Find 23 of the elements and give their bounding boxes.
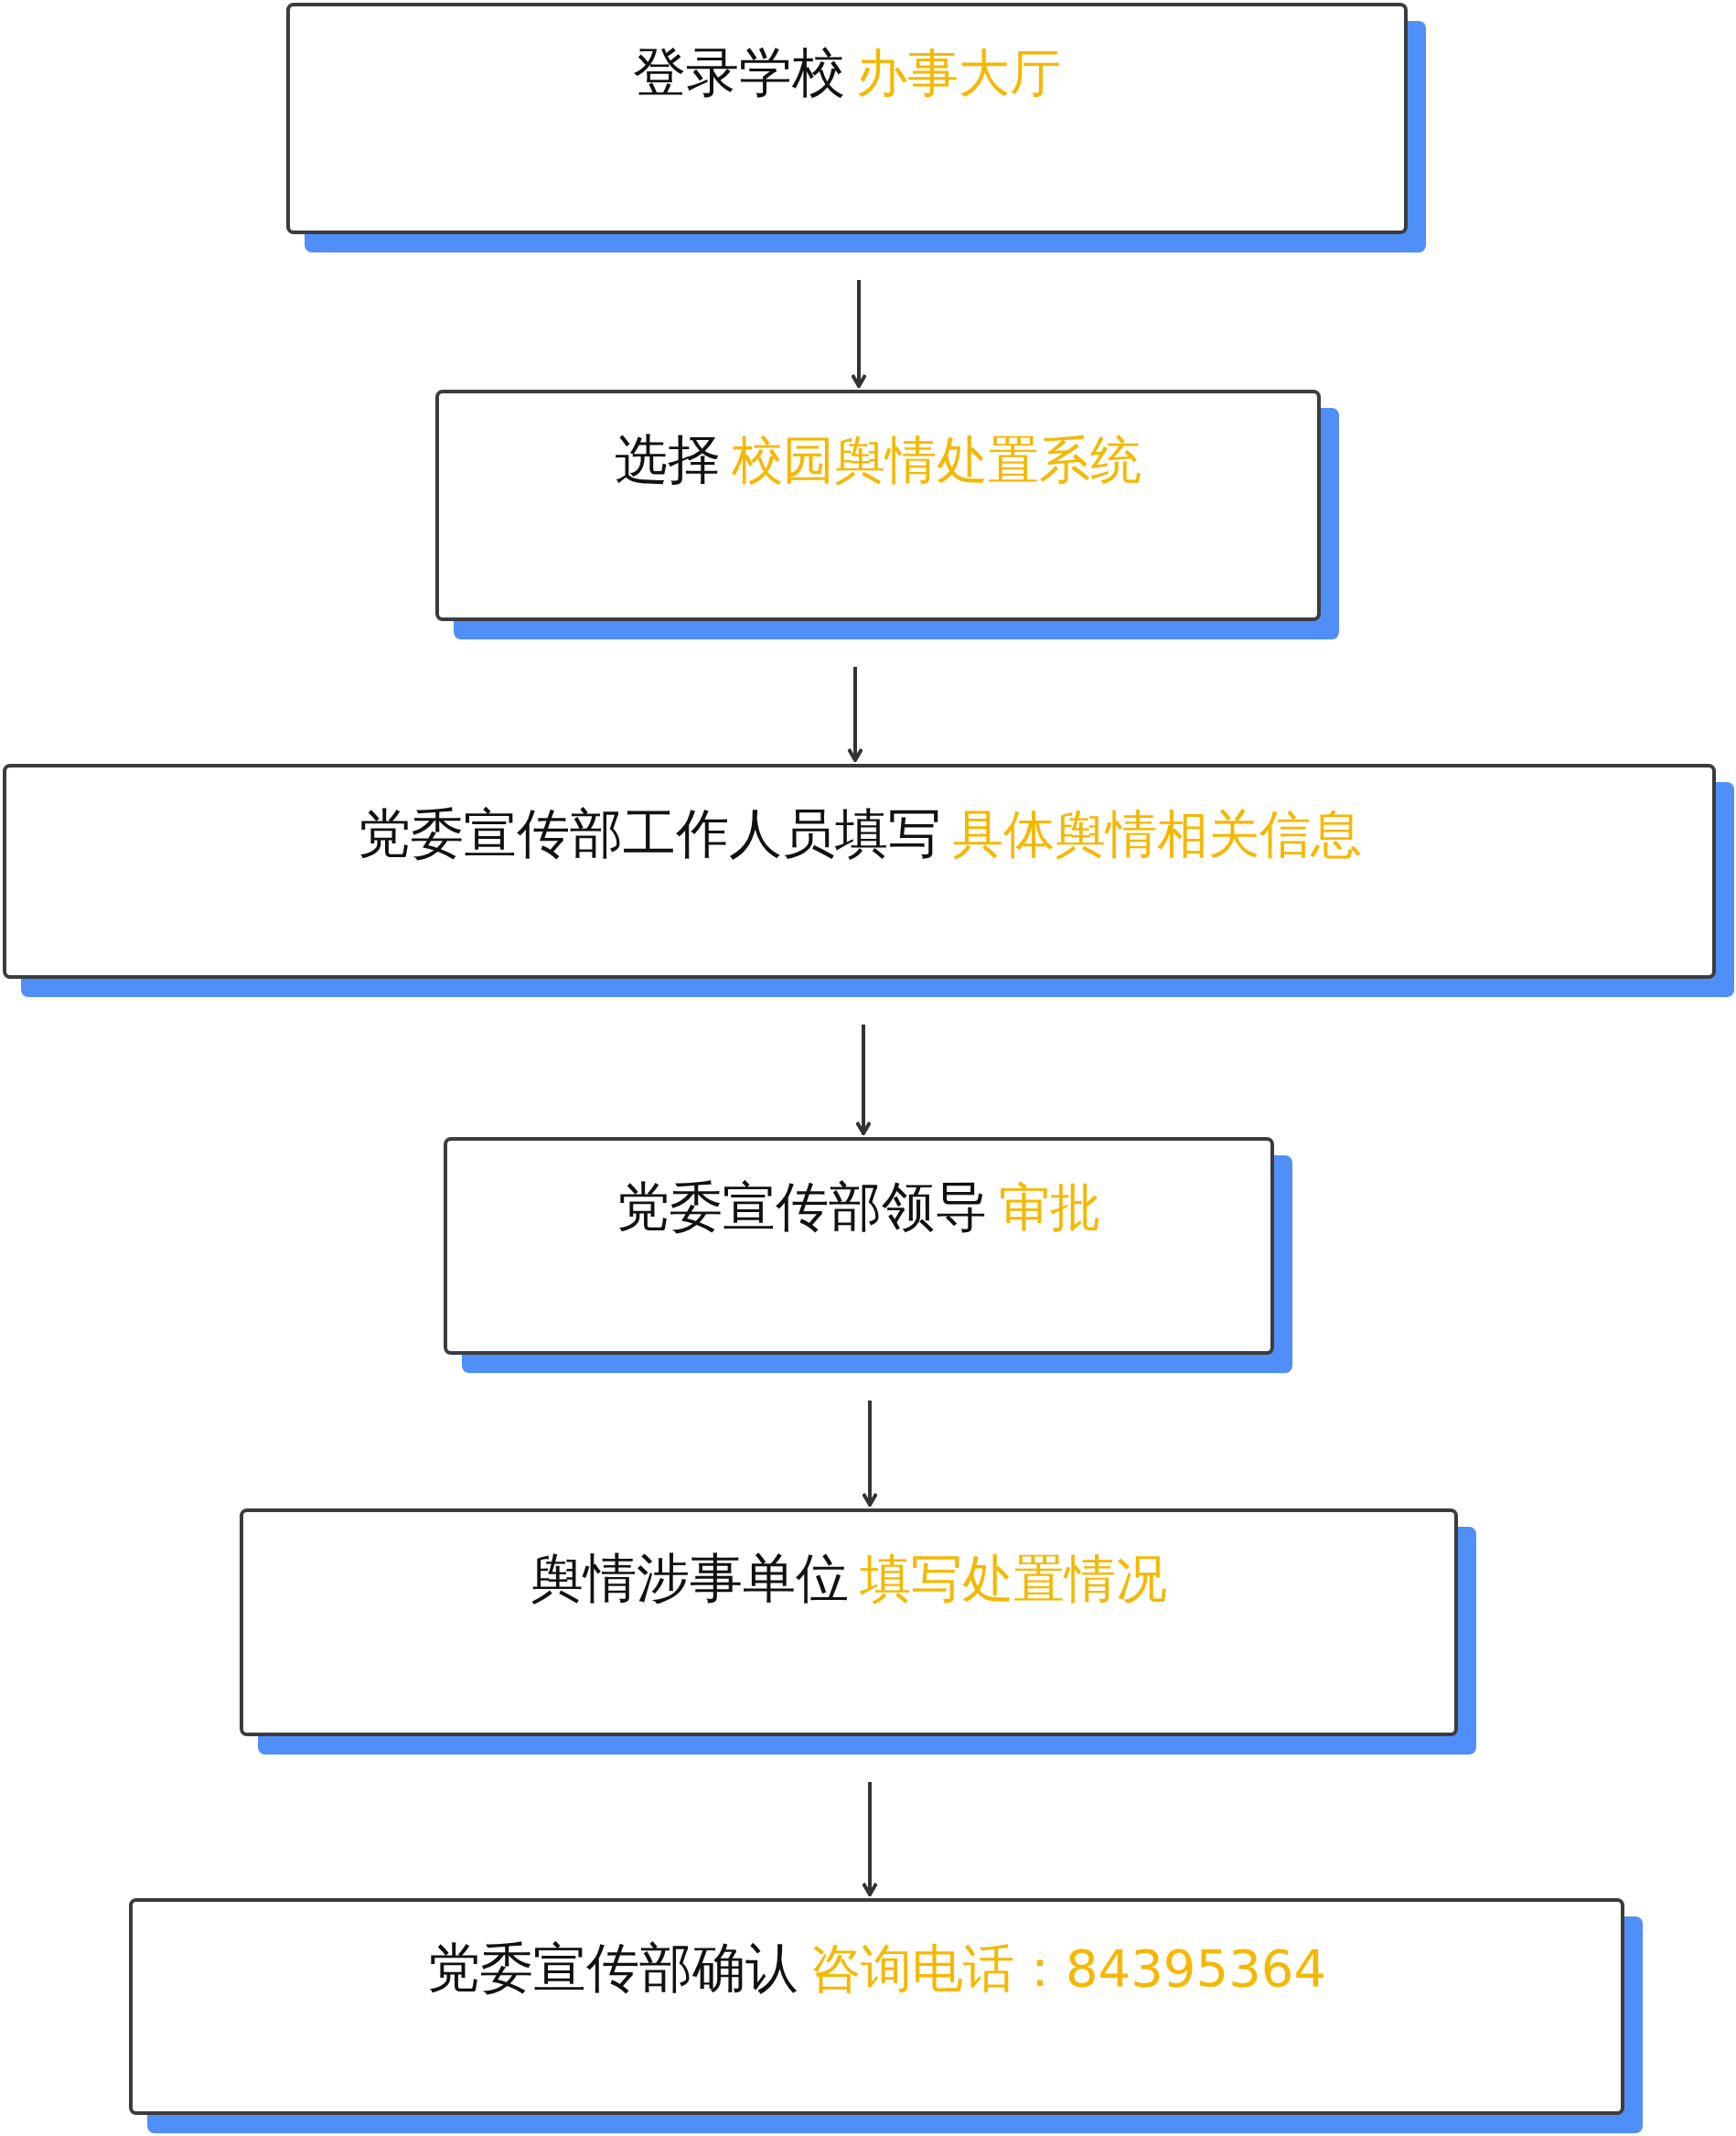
arrow	[847, 667, 863, 762]
step-text: 党委宣传部工作人员填写	[357, 802, 941, 864]
highlight-text: 填写处置情况	[860, 1549, 1167, 1608]
process-box	[3, 764, 1716, 979]
process-box	[435, 390, 1321, 621]
process-box	[129, 1898, 1624, 2115]
highlight-text: 咨询电话：84395364	[809, 1938, 1326, 1998]
highlight-text: 校园舆情处置系统	[732, 430, 1141, 489]
process-box	[444, 1137, 1274, 1355]
arrow	[862, 1401, 878, 1507]
process-box	[286, 3, 1408, 234]
step-text: 党委宣传部确认	[427, 1937, 798, 1999]
process-box	[240, 1508, 1458, 1736]
step-text: 舆情涉事单位	[530, 1547, 849, 1609]
step-text: 选择	[615, 428, 721, 490]
step-text: 党委宣传部领导	[616, 1175, 988, 1238]
arrow	[851, 280, 867, 388]
highlight-text: 办事大厅	[856, 43, 1061, 102]
highlight-text: 具体舆情相关信息	[951, 804, 1362, 864]
arrow	[855, 1025, 872, 1135]
highlight-text: 审批	[999, 1177, 1101, 1237]
step-text: 登录学校	[633, 41, 845, 103]
arrow	[862, 1782, 878, 1896]
